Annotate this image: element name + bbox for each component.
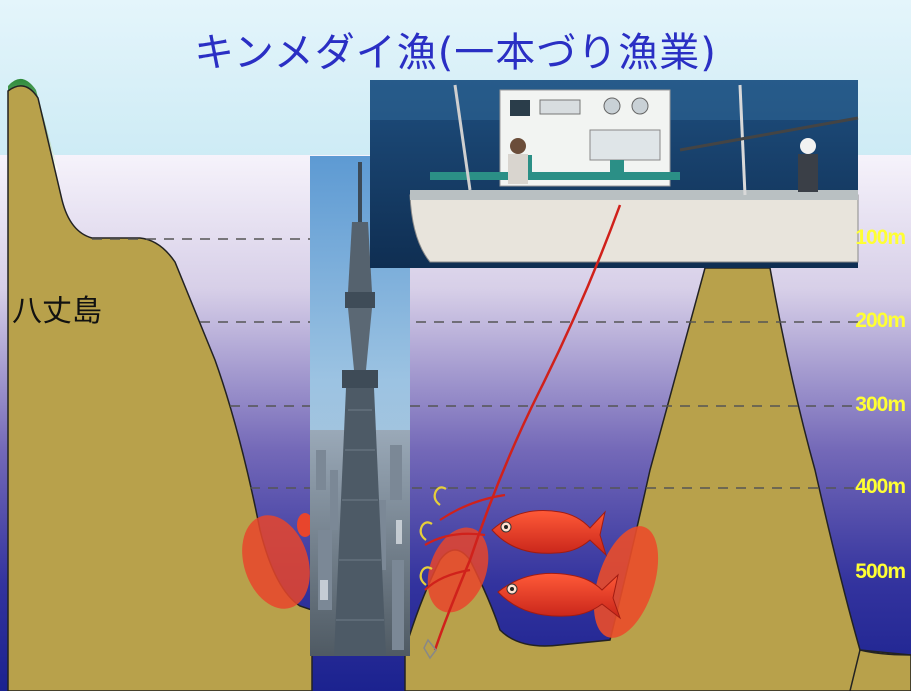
fishing-hooks <box>419 486 506 591</box>
page-title: キンメダイ漁(一本づり漁業) <box>194 30 717 76</box>
seabed-right <box>849 649 911 691</box>
habitat-zone-small <box>297 513 313 537</box>
fishing-hook-icon <box>419 521 433 541</box>
boat-photo <box>370 80 859 268</box>
habitat-zone-left <box>242 515 310 609</box>
depth-label-200: 200m <box>855 309 906 332</box>
sinker-icon <box>423 638 437 660</box>
fish-icon <box>497 572 622 620</box>
fishing-hook-icon <box>433 486 447 506</box>
island-label: 八丈島 <box>12 294 102 329</box>
fish-icon <box>491 509 608 557</box>
fishing-line <box>433 204 622 651</box>
depth-label-400: 400m <box>855 475 906 498</box>
fishing-hook-icon <box>419 566 433 586</box>
depth-label-500: 500m <box>855 560 906 583</box>
depth-label-300: 300m <box>855 393 906 416</box>
depth-label-100: 100m <box>855 226 906 249</box>
